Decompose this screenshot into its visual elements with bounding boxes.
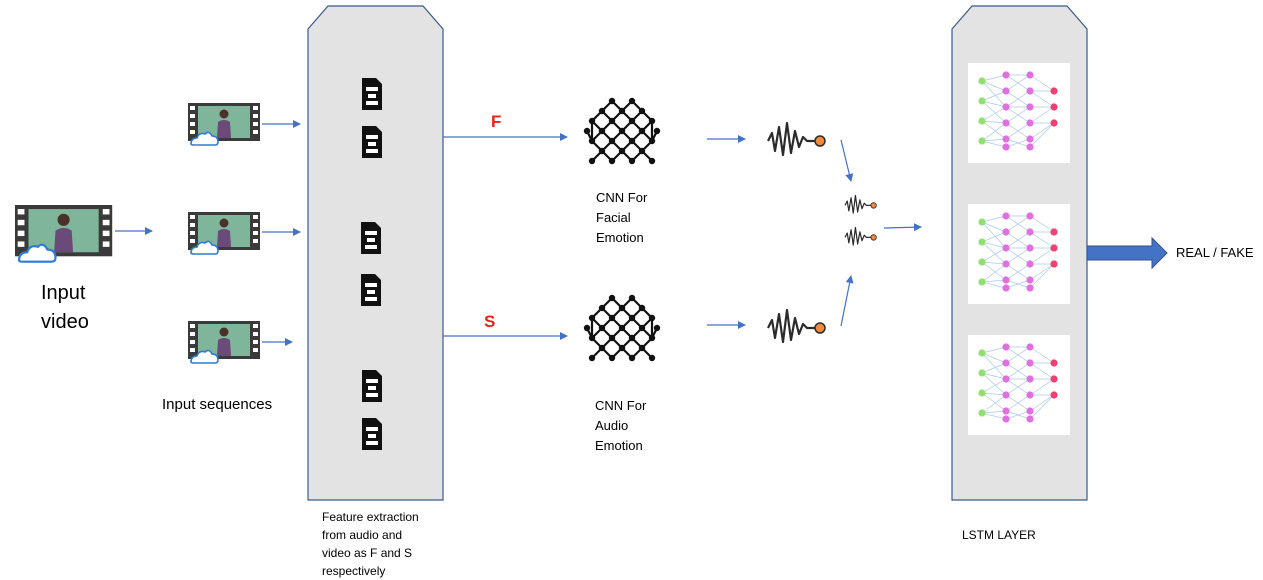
facial-signal-icon: [766, 121, 827, 157]
cnn-audio-label-line: CNN For: [595, 398, 647, 413]
feature-doc-icon: [362, 78, 382, 110]
lstm-network-icon-2: [967, 203, 1071, 305]
lstm-network-icon-1: [967, 62, 1071, 164]
feature-doc-icon: [361, 274, 381, 306]
arrow-facial-signal-merge: [840, 139, 854, 182]
feature-caption-line: Feature extraction: [322, 510, 419, 524]
merged-signal-icon-2: [844, 226, 877, 246]
feature-caption-line: video as F and S: [322, 546, 413, 560]
cnn-audio-label: CNN For Audio Emotion: [595, 396, 646, 456]
feature-caption-line: from audio and: [322, 528, 403, 542]
feature-extraction-caption: Feature extraction from audio and video …: [322, 508, 419, 580]
cnn-audio-label-line: Emotion: [595, 438, 643, 453]
input-sequences-label: Input sequences: [162, 396, 273, 413]
cnn-facial-label-line: Facial: [596, 210, 631, 225]
input-sequence-frame-1: [187, 102, 261, 146]
input-video-label-line: video: [41, 311, 89, 333]
audio-signal-icon: [766, 308, 827, 344]
input-video-label-line: Input: [41, 282, 86, 304]
feature-doc-icon: [362, 126, 382, 158]
cnn-audio-label-line: Audio: [595, 418, 629, 433]
arrow-audio-signal-merge: [840, 275, 854, 327]
output-arrow: [1086, 236, 1168, 270]
stream-letter-f: F: [491, 112, 502, 131]
cnn-facial-label: CNN For Facial Emotion: [596, 188, 647, 248]
input-video-label: Input video: [41, 279, 89, 337]
lstm-network-icon-3: [967, 334, 1071, 436]
merged-signal-icon-1: [844, 194, 877, 214]
cnn-audio-icon: [582, 293, 662, 363]
input-sequence-frame-2: [187, 211, 261, 255]
input-sequence-frame-3: [187, 320, 261, 364]
feature-doc-icon: [362, 370, 382, 402]
feature-doc-icon: [362, 418, 382, 450]
input-video-thumbnail: [13, 203, 114, 263]
cnn-facial-icon: [582, 96, 662, 166]
feature-doc-icon: [361, 222, 381, 254]
cnn-facial-label-line: Emotion: [596, 230, 644, 245]
cnn-facial-label-line: CNN For: [596, 190, 648, 205]
arrow-merge-to-lstm: [883, 223, 922, 232]
output-label: REAL / FAKE: [1176, 245, 1254, 260]
lstm-layer-label: LSTM LAYER: [962, 528, 1036, 542]
stream-letter-s: S: [484, 312, 496, 331]
feature-caption-line: respectively: [322, 564, 386, 578]
